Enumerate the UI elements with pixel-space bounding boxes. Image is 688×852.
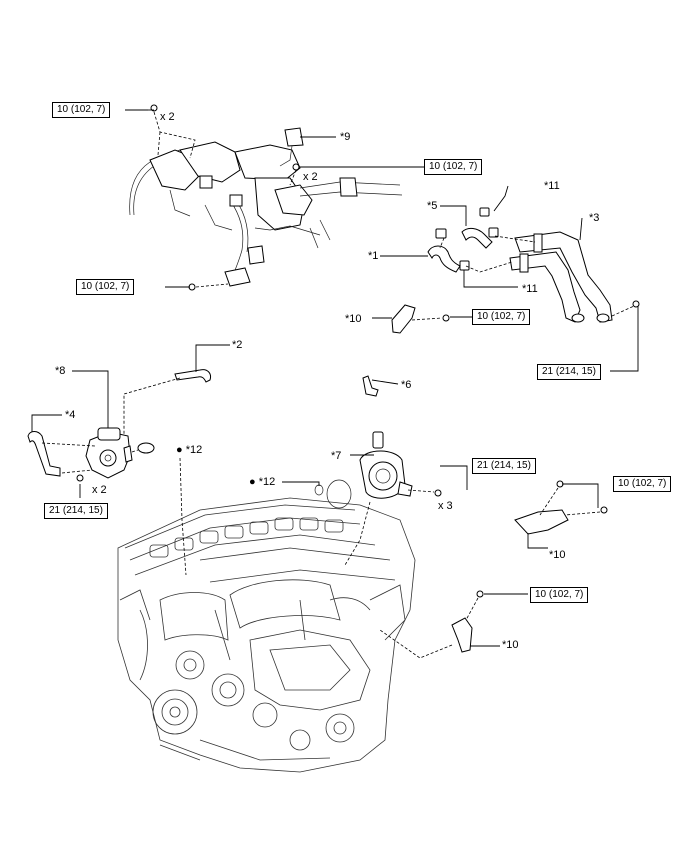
callout-label: *10 bbox=[549, 549, 566, 561]
callout-label: *11 bbox=[522, 283, 538, 295]
torque-spec-box: 21 (214, 15) bbox=[44, 503, 108, 519]
callout-label: *6 bbox=[401, 379, 412, 391]
callout-label: *2 bbox=[232, 339, 243, 351]
callout-label: ● *12 bbox=[249, 476, 276, 488]
callout-label: *10 bbox=[502, 639, 519, 651]
torque-spec-box: 10 (102, 7) bbox=[424, 159, 483, 175]
water-bypass-pipe-assembly bbox=[427, 207, 613, 323]
callout-label: *4 bbox=[65, 409, 76, 421]
callout-label: *1 bbox=[368, 250, 379, 262]
callout-label: *9 bbox=[340, 131, 351, 143]
quantity-label: x 2 bbox=[92, 484, 107, 496]
vacuum-pump-assembly bbox=[359, 431, 413, 499]
callout-label: *7 bbox=[331, 450, 342, 462]
torque-spec-box: 10 (102, 7) bbox=[472, 309, 531, 325]
quantity-label: x 3 bbox=[438, 500, 453, 512]
torque-spec-box: 10 (102, 7) bbox=[76, 279, 135, 295]
callout-label: *5 bbox=[427, 200, 438, 212]
callout-label: *3 bbox=[589, 212, 600, 224]
pump-assembly bbox=[85, 427, 133, 479]
quantity-label: x 2 bbox=[160, 111, 175, 123]
sensor-bracket bbox=[514, 509, 569, 535]
torque-spec-box: 10 (102, 7) bbox=[52, 102, 111, 118]
torque-spec-box: 10 (102, 7) bbox=[530, 587, 589, 603]
torque-spec-box: 21 (214, 15) bbox=[537, 364, 601, 380]
bracket-part bbox=[391, 304, 416, 334]
quantity-label: x 2 bbox=[303, 171, 318, 183]
callout-label: *11 bbox=[544, 180, 560, 192]
engine-assembly bbox=[117, 497, 416, 773]
torque-spec-box: 21 (214, 15) bbox=[472, 458, 536, 474]
callout-label: *10 bbox=[345, 313, 362, 325]
torque-spec-box: 10 (102, 7) bbox=[613, 476, 672, 492]
callout-label: *8 bbox=[55, 365, 66, 377]
callout-label: ● *12 bbox=[176, 444, 203, 456]
lower-bracket bbox=[451, 617, 473, 653]
wire-harness-assembly bbox=[129, 127, 403, 287]
